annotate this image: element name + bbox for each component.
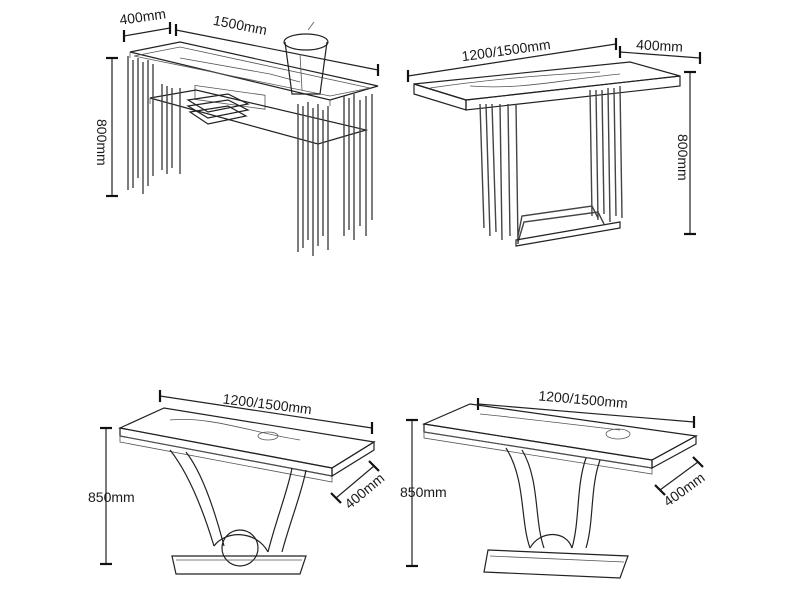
fig3-curved-base (169, 449, 307, 567)
fig3-height-dimension: 850mm (88, 426, 135, 566)
fig1-length-dimension: 1500mm (174, 12, 380, 76)
fig2-length-label: 1200/1500mm (461, 36, 552, 64)
fig2-length-dimension: 1200/1500mm (406, 36, 618, 82)
fig4-u-base (505, 447, 601, 549)
fig2-base-frame (515, 205, 621, 247)
fig1-height-label: 800mm (94, 119, 110, 166)
fig2-marble-top (413, 61, 681, 111)
fig3-depth-dimension: 400mm (330, 460, 387, 512)
fig2-right-frame (589, 85, 623, 223)
fig2-height-label: 800mm (675, 134, 691, 181)
fig4-height-label: 850mm (400, 484, 447, 500)
fig1-leg-cluster-back-right (343, 94, 373, 240)
fig4-height-dimension: 850mm (400, 418, 447, 568)
fig4-depth-dimension: 400mm (654, 456, 708, 510)
figure-1-glass-console: 400mm 1500mm 800mm (94, 5, 380, 256)
fig1-leg-cluster-back (161, 84, 181, 174)
fig1-depth-label: 400mm (118, 5, 166, 27)
fig3-marble-top (118, 407, 376, 483)
fig1-books-decoration (186, 93, 250, 125)
fig2-height-dimension: 800mm (675, 70, 696, 236)
fig4-base-plinth (483, 549, 629, 579)
fig4-length-label: 1200/1500mm (538, 387, 629, 411)
fig1-rail-frame (179, 57, 301, 110)
fig1-table-top (129, 41, 379, 106)
fig1-length-label: 1500mm (212, 12, 269, 38)
figure-2-marble-console: 1200/1500mm 400mm 800mm (406, 36, 702, 247)
fig1-leg-cluster-front-right (297, 102, 329, 256)
fig3-base-plinth (171, 555, 307, 575)
fig1-ice-bucket-decoration (283, 21, 329, 95)
fig2-depth-dimension: 400mm (618, 36, 702, 64)
figure-4-u-base-console: 1200/1500mm 400mm 850mm (400, 387, 708, 579)
fig3-height-label: 850mm (88, 489, 135, 505)
fig4-depth-label: 400mm (660, 469, 707, 509)
fig4-length-dimension: 1200/1500mm (476, 387, 696, 428)
fig1-leg-cluster-left (127, 56, 154, 194)
fig1-height-dimension: 800mm (94, 56, 118, 198)
fig3-length-label: 1200/1500mm (222, 390, 313, 417)
fig4-marble-top (421, 403, 698, 475)
fig3-depth-label: 400mm (341, 470, 387, 512)
figure-3-curved-console: 1200/1500mm 400mm 850mm (88, 390, 387, 575)
fig1-depth-dimension: 400mm (118, 5, 172, 42)
fig2-depth-label: 400mm (636, 36, 683, 54)
fig2-left-frame (479, 103, 519, 245)
